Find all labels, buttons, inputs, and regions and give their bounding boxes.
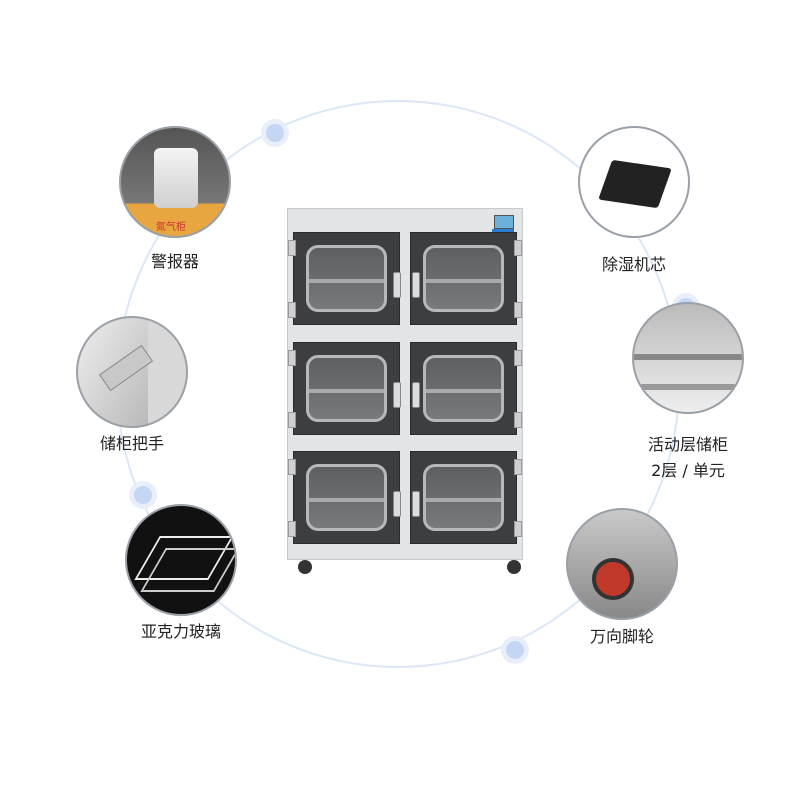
- cabinet-door[interactable]: [410, 451, 517, 544]
- door-hinge: [514, 412, 522, 428]
- door-handle[interactable]: [393, 272, 401, 298]
- door-hinge: [288, 350, 296, 366]
- caster-wheel: [507, 560, 521, 574]
- door-handle[interactable]: [412, 491, 420, 517]
- caster-wheel: [298, 560, 312, 574]
- acrylic-image: [125, 504, 237, 616]
- acrylic-label: 亚克力玻璃: [140, 622, 221, 641]
- door-window: [306, 245, 387, 312]
- shelf-image: [632, 302, 744, 414]
- dehumidifier-image: [578, 126, 690, 238]
- cabinet-door[interactable]: [410, 232, 517, 325]
- control-buttons: [492, 229, 514, 233]
- door-hinge: [514, 240, 522, 256]
- shelf-label: 活动层储柜: [647, 435, 728, 454]
- cabinet-door[interactable]: [293, 451, 400, 544]
- door-window: [306, 464, 387, 531]
- door-window: [306, 355, 387, 422]
- door-hinge: [288, 412, 296, 428]
- caster-image: [566, 508, 678, 620]
- door-hinge: [288, 302, 296, 318]
- door-hinge: [288, 521, 296, 537]
- caster-label: 万向脚轮: [589, 627, 654, 646]
- door-window: [423, 355, 504, 422]
- ring-dot: [134, 486, 152, 504]
- cabinet-door[interactable]: [293, 342, 400, 435]
- alarm-image: 氮气柜: [119, 126, 231, 238]
- handle-label: 储柜把手: [99, 434, 164, 453]
- door-handle[interactable]: [412, 382, 420, 408]
- ring-dot: [506, 641, 524, 659]
- cabinet-door[interactable]: [293, 232, 400, 325]
- alarm-image-text: 氮气柜: [156, 222, 186, 233]
- door-hinge: [288, 459, 296, 475]
- door-handle[interactable]: [393, 491, 401, 517]
- door-window: [423, 464, 504, 531]
- door-hinge: [514, 302, 522, 318]
- handle-image: [76, 316, 188, 428]
- door-handle[interactable]: [393, 382, 401, 408]
- dehumidifier-label: 除湿机芯: [601, 255, 666, 274]
- ring-dot: [266, 124, 284, 142]
- door-hinge: [288, 240, 296, 256]
- door-window: [423, 245, 504, 312]
- door-handle[interactable]: [412, 272, 420, 298]
- cabinet-door[interactable]: [410, 342, 517, 435]
- display-panel: [494, 215, 514, 229]
- door-hinge: [514, 521, 522, 537]
- door-hinge: [514, 459, 522, 475]
- alarm-label: 警报器: [150, 252, 199, 271]
- shelf-sublabel: 2层 / 单元: [651, 461, 725, 480]
- door-hinge: [514, 350, 522, 366]
